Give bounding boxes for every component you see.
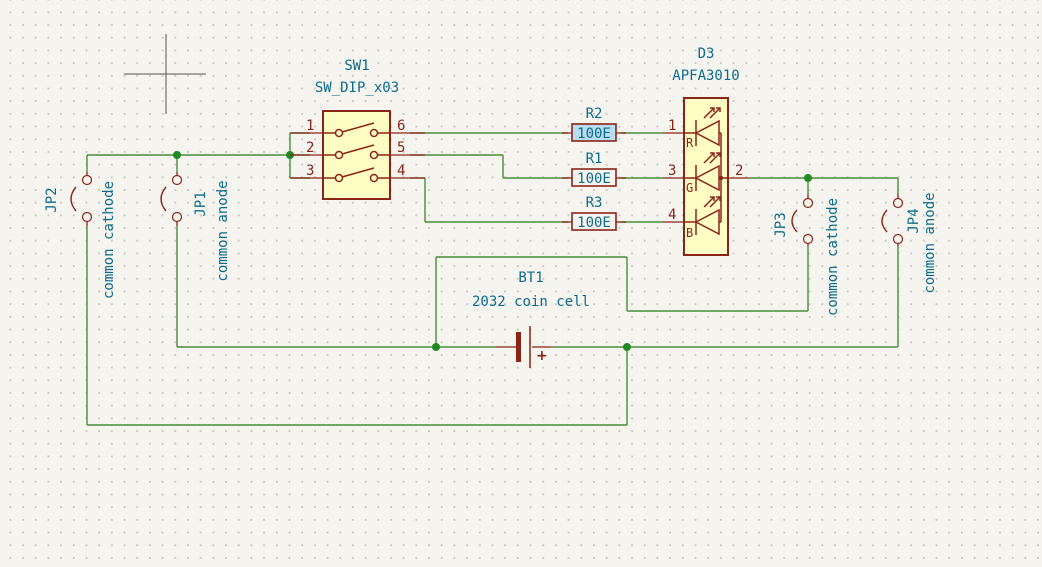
switch-contact-icon: [323, 122, 390, 138]
bt1-value[interactable]: 2032 coin cell: [472, 294, 590, 310]
r1-component[interactable]: R1 100E: [562, 151, 626, 187]
jp1-component[interactable]: JP1 common anode: [160, 172, 231, 282]
jp2-component[interactable]: JP2 common cathode: [44, 172, 117, 299]
sw1-component[interactable]: SW1 SW_DIP_x03 1 2 3 6 5 4: [290, 58, 425, 200]
switch-contact-icon: [323, 144, 390, 160]
junction-dot: [173, 151, 181, 159]
led-diode-icon: [694, 107, 721, 147]
sw1-reference[interactable]: SW1: [344, 58, 369, 74]
junction-dot: [623, 343, 631, 351]
r1-body: [571, 168, 617, 187]
junctions: [173, 151, 812, 351]
r2-component[interactable]: R2 100E: [562, 106, 626, 142]
jp3-component[interactable]: JP3 common cathode: [773, 194, 841, 316]
d3-pin-name: G: [686, 181, 693, 195]
bt1-component[interactable]: BT1 2032 coin cell +: [472, 270, 590, 368]
jp1-reference[interactable]: JP1: [193, 191, 209, 216]
d3-pin-name: R: [686, 136, 694, 150]
d3-pin-number: 2: [735, 163, 743, 179]
wires[interactable]: [86, 132, 899, 426]
led-diode-icon: [694, 196, 721, 236]
sw1-pin-number: 2: [306, 140, 314, 156]
jp2-reference[interactable]: JP2: [44, 187, 60, 212]
r1-value[interactable]: 100E: [577, 171, 611, 187]
bt1-reference[interactable]: BT1: [518, 270, 543, 286]
sw1-pin-number: 6: [397, 118, 405, 134]
jp4-component[interactable]: JP4 common anode: [881, 192, 938, 294]
d3-pin-number: 4: [668, 207, 676, 223]
jp3-reference[interactable]: JP3: [773, 212, 789, 237]
jp2-value[interactable]: common cathode: [101, 181, 117, 299]
r3-value[interactable]: 100E: [577, 215, 611, 231]
jp4-reference[interactable]: JP4: [906, 208, 922, 233]
jp4-value[interactable]: common anode: [922, 192, 938, 293]
r3-reference[interactable]: R3: [586, 195, 603, 211]
crosshair-cursor: [124, 34, 206, 114]
r2-reference[interactable]: R2: [586, 106, 603, 122]
junction-dot: [432, 343, 440, 351]
junction-dot: [804, 174, 812, 182]
r2-value[interactable]: 100E: [577, 126, 611, 142]
d3-pin-name: B: [686, 226, 693, 240]
battery-cell-icon: [516, 326, 531, 368]
sw1-pin-number: 5: [397, 140, 405, 156]
r3-component[interactable]: R3 100E: [562, 195, 626, 231]
jp1-value[interactable]: common anode: [215, 180, 231, 281]
led-diode-icon: [694, 152, 721, 192]
switch-contact-icon: [323, 167, 390, 183]
r2-body: [571, 123, 617, 142]
bt1-plus-sign: +: [536, 348, 548, 364]
d3-pin-number: 3: [668, 163, 676, 179]
sw1-pin-number: 4: [397, 163, 405, 179]
d3-value[interactable]: APFA3010: [672, 68, 739, 84]
r3-body: [571, 212, 617, 231]
sw1-value[interactable]: SW_DIP_x03: [315, 80, 399, 96]
r1-reference[interactable]: R1: [586, 151, 603, 167]
jp3-value[interactable]: common cathode: [825, 198, 841, 316]
sw1-pin-number: 1: [306, 118, 314, 134]
sw1-pin-number: 3: [306, 163, 314, 179]
d3-component[interactable]: D3 APFA3010 1 3 4 2 R G B: [663, 46, 750, 256]
d3-reference[interactable]: D3: [698, 46, 715, 62]
d3-pin-number: 1: [668, 118, 676, 134]
